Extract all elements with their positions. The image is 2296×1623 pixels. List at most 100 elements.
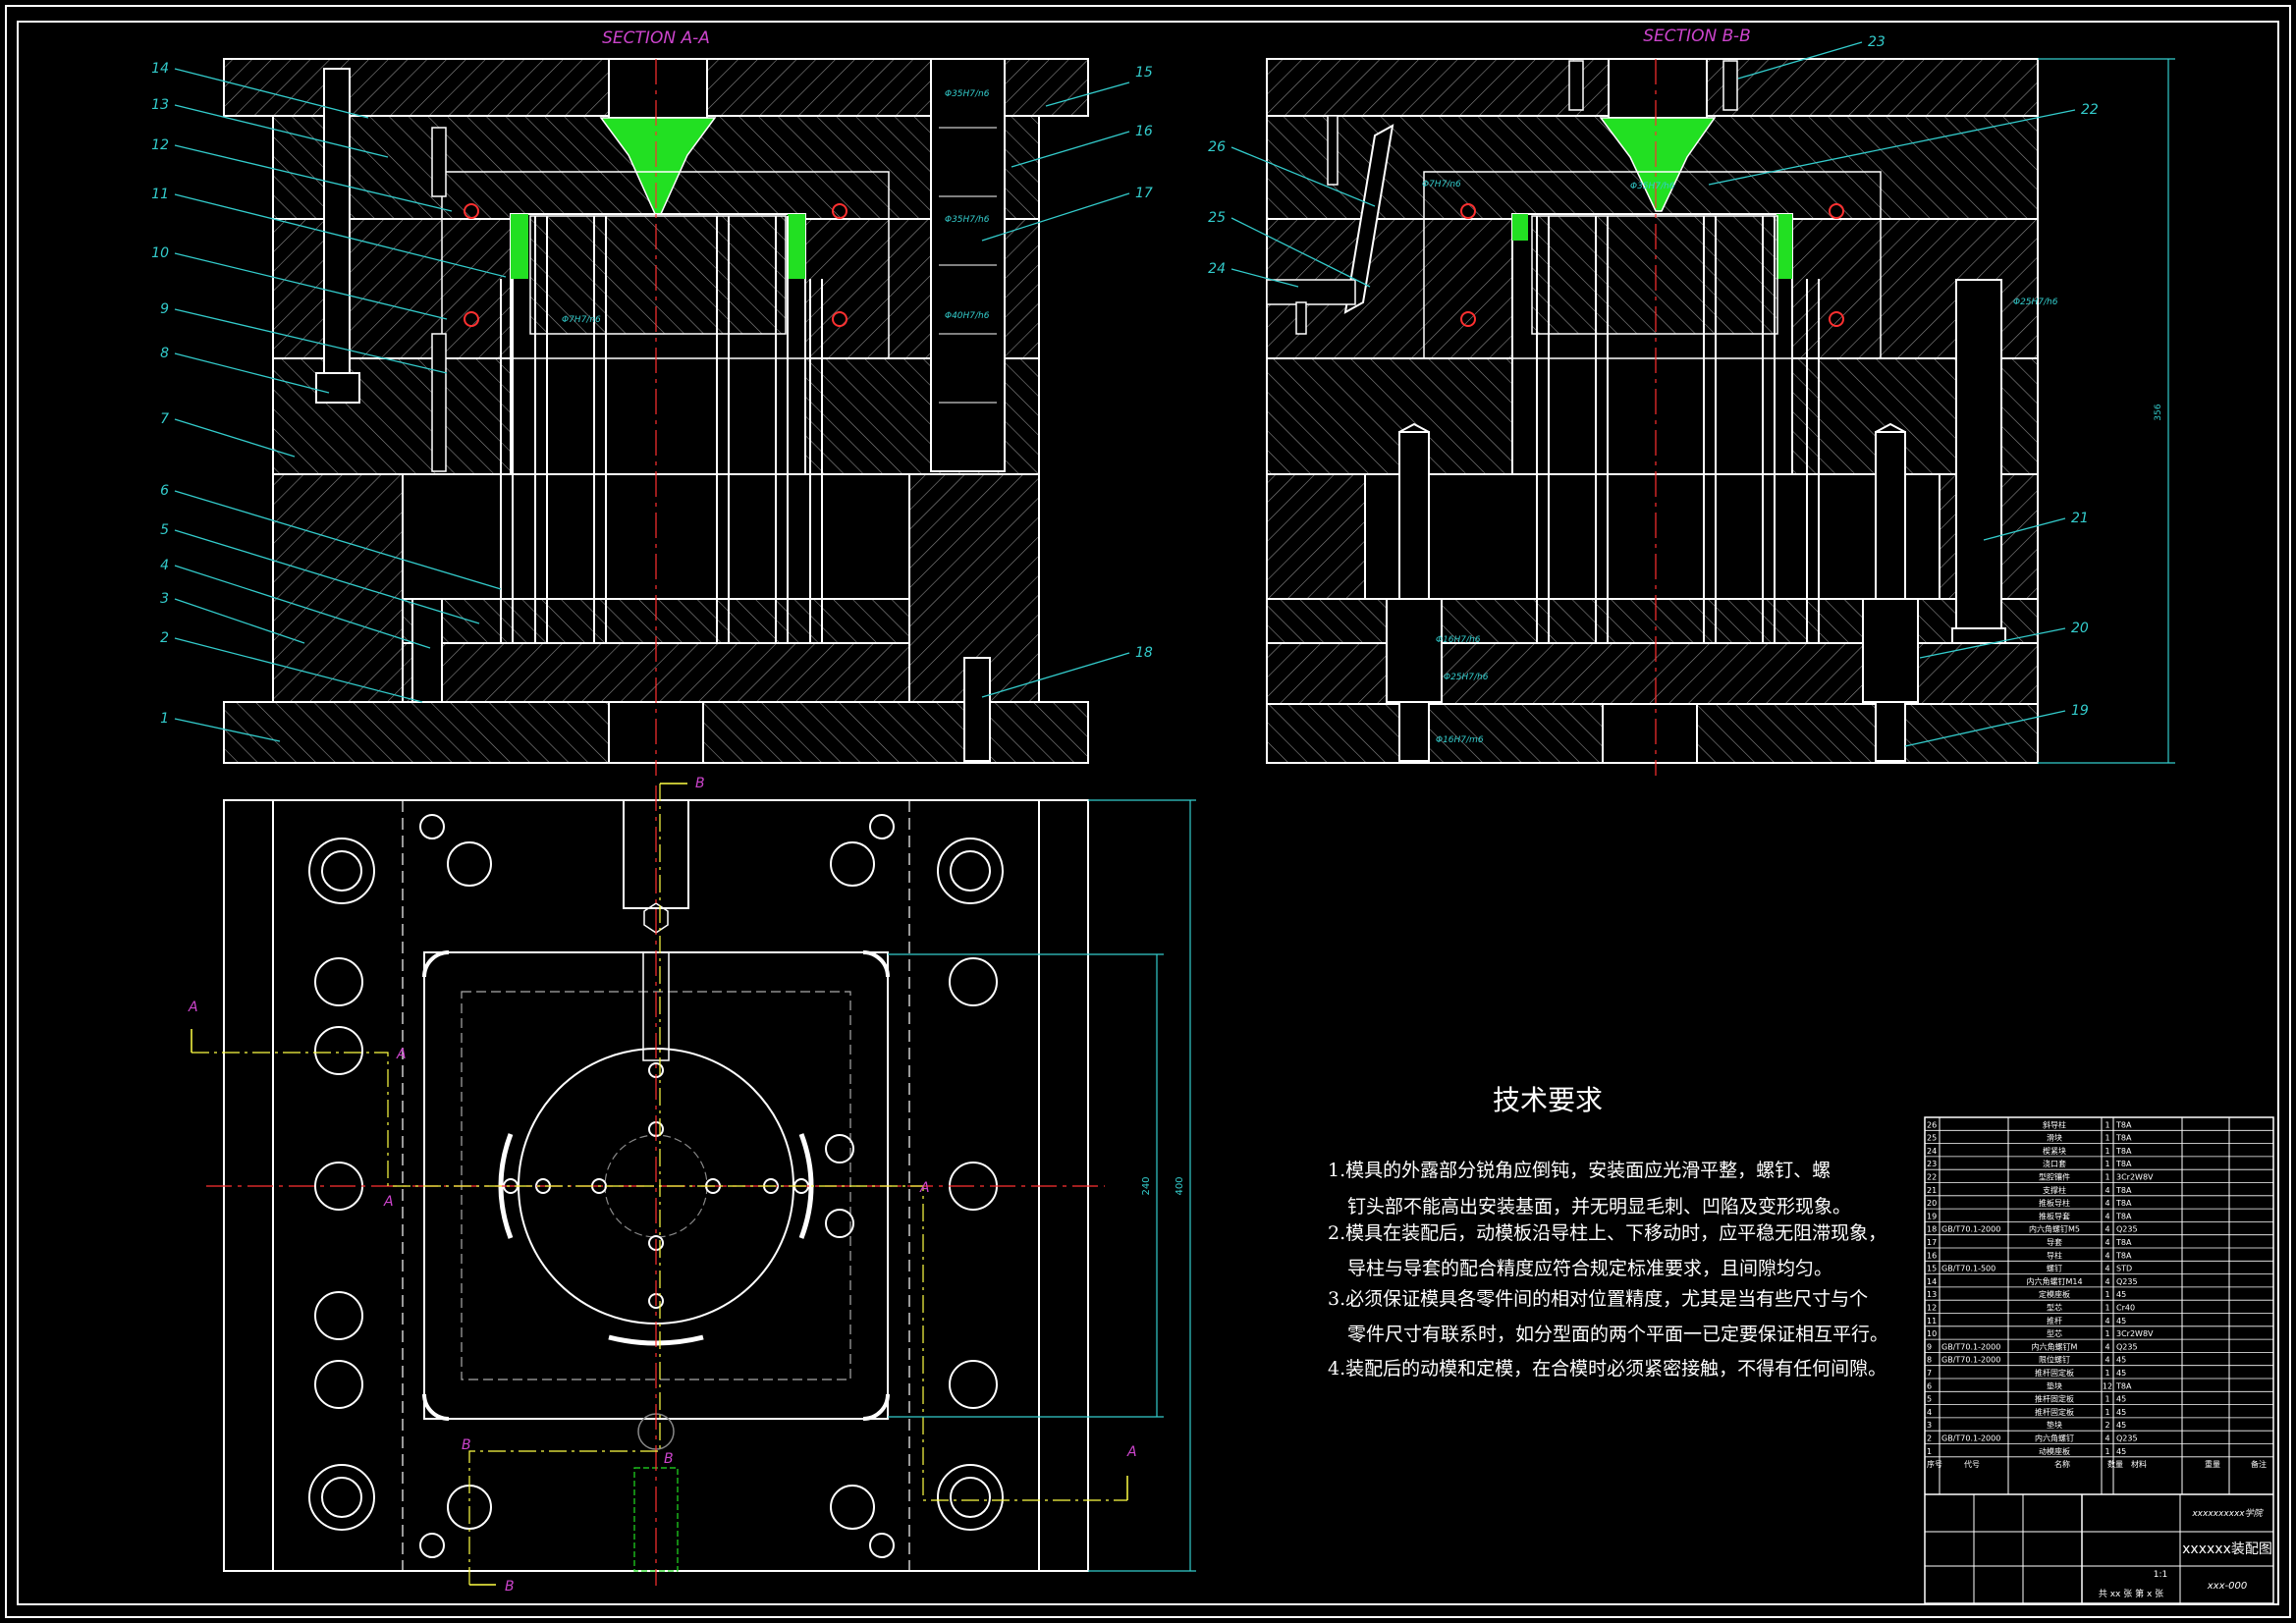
sheet-count: 共 xx 张 第 x 张 [2099,1588,2163,1599]
bom-cell-name: 内六角螺钉M5 [2029,1224,2080,1234]
callout-18: 18 [1135,645,1153,661]
bom-cell-mat: T8A [2115,1120,2132,1129]
callout-10: 10 [151,245,169,261]
bom-cell-mat: 45 [2116,1408,2126,1417]
school-name: xxxxxxxxxx学院 [2191,1508,2264,1519]
bom-cell-name: 内六角螺钉M14 [2026,1276,2082,1286]
bom-cell-std: GB/T70.1-500 [1941,1265,1995,1273]
drawing-number: xxx-000 [2207,1581,2247,1592]
bom-header-weight: 重量 [2205,1459,2220,1469]
callout-24: 24 [1208,261,1226,277]
tech-req-line-4: 导柱与导套的配合精度应符合规定标准要求，且间隙均匀。 [1347,1258,1832,1279]
bom-cell-qty: 1 [2105,1173,2109,1182]
bom-cell-qty: 4 [2105,1434,2109,1443]
bom-cell-name: 内六角螺钉 [2035,1434,2074,1443]
section-aa-view: SECTION A-A [151,28,1153,776]
bom-cell-name: 限位螺钉 [2039,1355,2070,1365]
bom-cell-name: 推板导套 [2039,1211,2070,1220]
bom-cell-qty: 2 [2105,1421,2109,1430]
bom-cell-no: 22 [1927,1173,1937,1182]
callout-6: 6 [160,483,169,499]
bom-cell-name: 导套 [2047,1237,2062,1247]
tech-req-title: 技术要求 [1493,1084,1603,1116]
bom-cell-name: 动模座板 [2039,1446,2070,1456]
bom-cell-no: 20 [1927,1199,1937,1208]
bom-cell-mat: T8A [2115,1147,2132,1156]
bom-cell-qty: 4 [2105,1199,2109,1208]
bom-cell-no: 13 [1927,1290,1937,1299]
bom-cell-no: 7 [1927,1369,1932,1378]
bom-cell-name: 定模座板 [2039,1289,2070,1299]
callout-1: 1 [160,711,169,727]
bom-cell-name: 支撑柱 [2043,1185,2066,1195]
bom-cell-mat: Q235 [2116,1434,2138,1443]
bom-cell-name: 推杆固定板 [2035,1407,2074,1417]
bom-cell-mat: 45 [2116,1317,2126,1325]
bom-cell-qty: 1 [2105,1290,2109,1299]
bom-cell-mat: T8A [2115,1212,2132,1220]
bom-cell-no: 14 [1927,1277,1937,1286]
bom-cell-qty: 4 [2105,1186,2109,1195]
bom-cell-no: 6 [1927,1381,1932,1390]
callout-14: 14 [151,61,169,77]
bom-cell-qty: 4 [2105,1212,2109,1220]
bom-cell-no: 19 [1927,1212,1937,1220]
callout-25: 25 [1208,210,1226,226]
bom-cell-mat: STD [2116,1265,2132,1273]
bom-cell-name: 垫块 [2047,1420,2062,1430]
bom-header-note: 备注 [2251,1459,2267,1469]
bom-cell-mat: T8A [2115,1199,2132,1208]
bom-cell-name: 推杆 [2047,1316,2062,1325]
bom-cell-qty: 4 [2105,1342,2109,1351]
bom-cell-mat: 45 [2116,1395,2126,1404]
bom-cell-qty: 1 [2105,1408,2109,1417]
bom-cell-no: 15 [1927,1265,1937,1273]
callout-16: 16 [1135,124,1153,139]
fit-bb-6: Φ16H7/m6 [1436,735,1484,745]
bom-header-name: 名称 [2054,1459,2070,1469]
bom-cell-qty: 1 [2105,1447,2109,1456]
title-block: xxxxxxxxxx学院 xxxxxx装配图 xxx-000 共 xx 张 第 … [1925,1493,2273,1603]
bom-header-std: 代号 [1964,1459,1980,1469]
dim-400: 400 [1175,1176,1185,1195]
section-mark-b2: B [462,1437,471,1453]
bom-cell-qty: 4 [2105,1225,2109,1234]
bom-cell-no: 4 [1927,1408,1932,1417]
bom-cell-mat: T8A [2115,1381,2132,1390]
bom-cell-no: 18 [1927,1225,1937,1234]
bom-cell-mat: 45 [2116,1356,2126,1365]
bom-cell-qty: 4 [2105,1238,2109,1247]
tech-req-line-5: 3.必须保证模具各零件间的相对位置精度，尤其是当有些尺寸与个 [1328,1288,1868,1310]
bom-cell-qty: 1 [2105,1369,2109,1378]
section-mark-a4: A [919,1180,930,1196]
bom-cell-no: 16 [1927,1251,1937,1260]
bom-cell-qty: 4 [2105,1277,2109,1286]
bom-cell-no: 10 [1927,1329,1937,1338]
bom-cell-name: 楔紧块 [2043,1146,2066,1156]
bom-cell-std: GB/T70.1-2000 [1941,1434,2000,1443]
tech-req-line-1: 1.模具的外露部分锐角应倒钝，安装面应光滑平整，螺钉、螺 [1328,1160,1831,1181]
bom-cell-name: 推板导柱 [2039,1198,2070,1208]
bom-cell-no: 3 [1927,1421,1932,1430]
fit-aa-4: Φ7H7/n6 [562,315,601,325]
bom-cell-mat: Q235 [2116,1342,2138,1351]
bom-cell-no: 11 [1927,1317,1937,1325]
drawing-title: xxxxxx装配图 [2182,1542,2272,1557]
bom-cell-mat: 3Cr2W8V [2116,1173,2154,1182]
bom-cell-qty: 12 [2103,1381,2112,1390]
callout-22: 22 [2081,102,2099,118]
plan-view: A A A A A B B B B 240 400 [188,776,1196,1595]
bom-cell-name: 推杆固定板 [2035,1368,2074,1378]
section-mark-b4: B [505,1579,515,1595]
tech-req-line-6: 零件尺寸有联系时，如分型面的两个平面一已定要保证相互平行。 [1347,1324,1888,1345]
bom-cell-qty: 1 [2105,1329,2109,1338]
bom-cell-name: 垫块 [2047,1380,2062,1390]
technical-requirements: 技术要求 1.模具的外露部分锐角应倒钝，安装面应光滑平整，螺钉、螺 钉头部不能高… [1328,1084,1888,1380]
fit-aa-1: Φ35H7/n6 [945,89,990,99]
section-mark-b1: B [695,776,705,791]
callout-21: 21 [2071,511,2089,526]
bom-cell-name: 型芯 [2047,1303,2062,1313]
callout-23: 23 [1868,34,1886,50]
callout-5: 5 [160,522,169,538]
